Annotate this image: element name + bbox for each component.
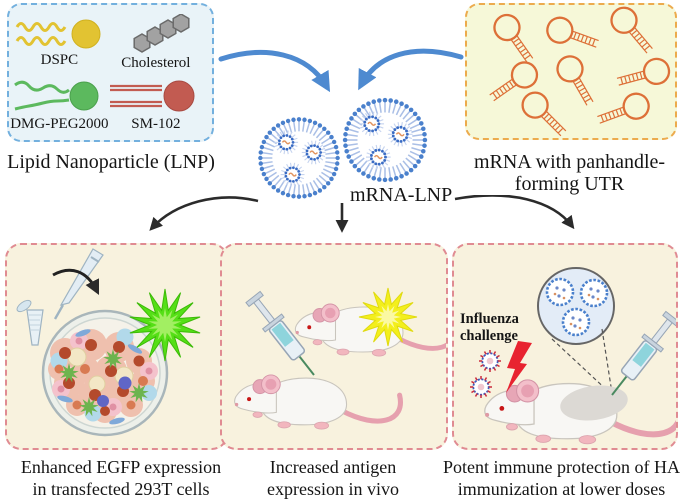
lnp-box-title: Lipid Nanoparticle (LNP) [7, 151, 215, 173]
lightning-bolt-icon [506, 341, 532, 393]
mrna-lnp-assembly-art [218, 48, 464, 215]
sm102-label: SM-102 [131, 116, 181, 133]
component-dspc: DSPC [15, 11, 104, 75]
mouse-back-patch [560, 385, 628, 421]
panel-invivo-art [222, 287, 446, 448]
sm102-icon [110, 80, 195, 112]
component-sm102: SM-102 [104, 75, 208, 139]
flow-arrows [149, 195, 575, 233]
cholesterol-label: Cholesterol [121, 54, 191, 71]
pipette-icon [53, 248, 104, 320]
cell-cluster [48, 328, 158, 425]
virus-icon [469, 375, 493, 399]
egfp-starburst-icon [129, 288, 201, 362]
panel-protection-art [469, 267, 676, 448]
blue-arrow-right-icon [358, 48, 464, 91]
mrna-box [465, 1, 677, 144]
microtube-icon [16, 299, 44, 346]
lnp-components-box: DSPC Cholesterol DMG-PEG2000 [7, 3, 214, 142]
dmg-peg2000-label: DMG-PEG2000 [10, 116, 109, 133]
panel-egfp-expression [5, 243, 228, 450]
panel-caption-invivo: Increased antigen expression in vivo [267, 457, 399, 499]
panel-immune-protection: Influenza challenge [452, 243, 678, 450]
flow-arrow-left-icon [149, 196, 259, 231]
lnp-particle-icon [258, 117, 340, 199]
cholesterol-icon [133, 13, 190, 53]
mrna-lollipop-icons [483, 1, 673, 144]
mouse-icon [235, 375, 401, 429]
magnifier-circle-icon [537, 267, 615, 394]
virus-icon [478, 349, 502, 373]
influenza-challenge-label: Influenza challenge [460, 311, 519, 344]
dspc-label: DSPC [40, 51, 79, 68]
blue-arrow-left-icon [218, 49, 331, 93]
flow-arrow-right-icon [454, 195, 575, 230]
panel-invivo-expression [220, 243, 448, 450]
panel-caption-protection: Potent immune protection of HA immunizat… [443, 457, 680, 499]
panel-egfp-art [16, 248, 201, 437]
dspc-icon [16, 19, 101, 49]
mrna-box-title-line2: forming UTR [514, 173, 625, 195]
mrna-box-title-line1: mRNA with panhandle- [473, 151, 666, 173]
transfer-arrow-icon [52, 268, 100, 296]
lnp-particle-icon [343, 98, 427, 182]
mrna-lnp-label: mRNA-LNP [350, 184, 453, 206]
component-cholesterol: Cholesterol [104, 11, 208, 75]
panel-caption-egfp: Enhanced EGFP expression in transfected … [20, 457, 222, 499]
antigen-starburst-icon [358, 287, 418, 347]
dmg-peg2000-icon [13, 81, 99, 111]
mrna-box-title: mRNA with panhandle- forming UTR [452, 151, 685, 195]
component-dmg-peg2000: DMG-PEG2000 [10, 75, 109, 139]
mouse-icon [295, 304, 446, 356]
